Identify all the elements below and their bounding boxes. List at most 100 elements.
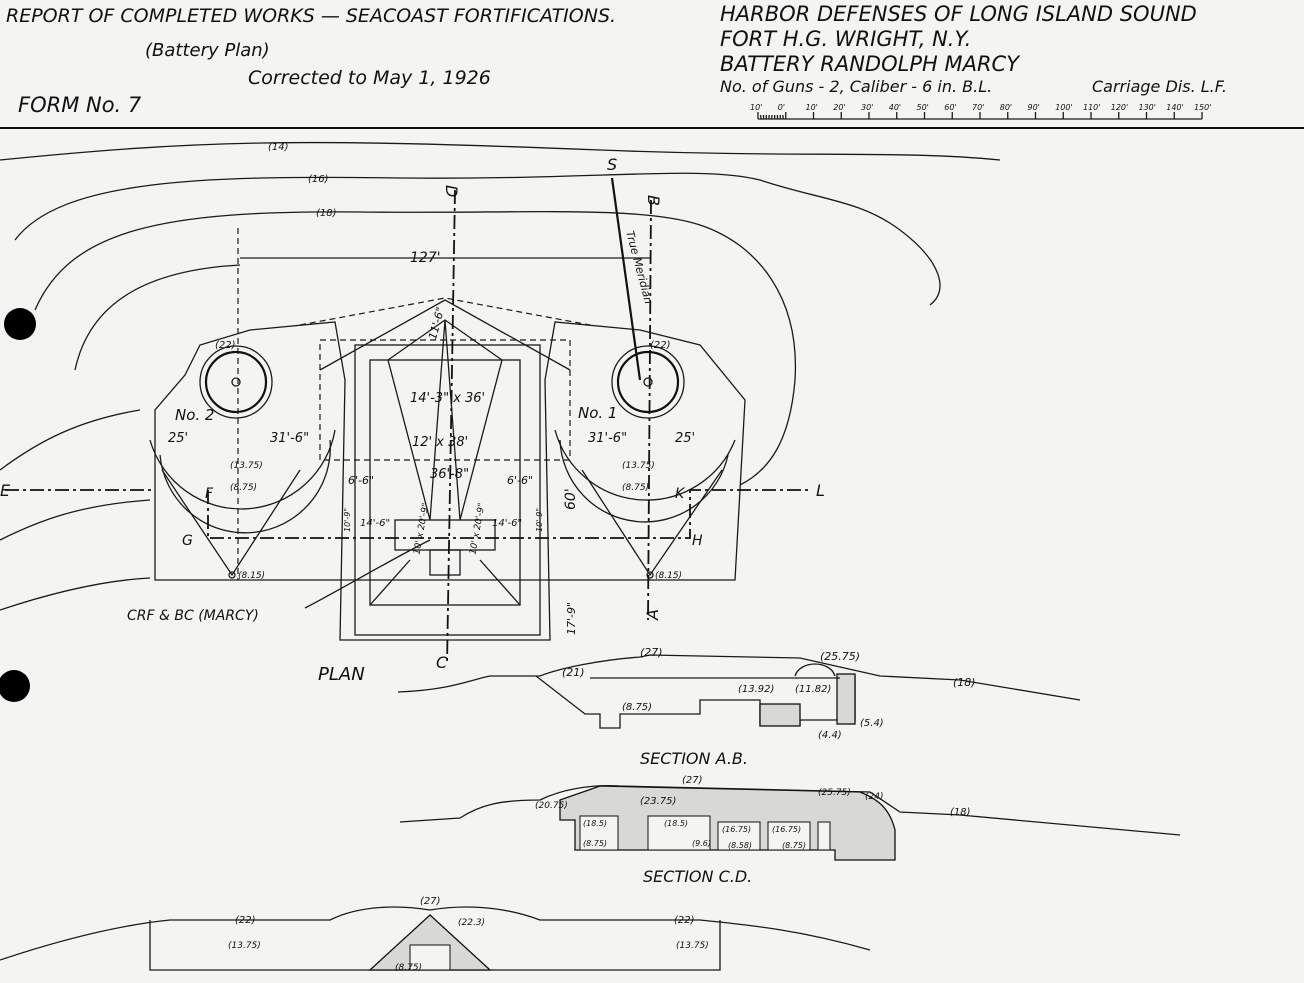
elevation-label: (8.75) bbox=[622, 702, 652, 713]
dimension-label: 25' bbox=[675, 431, 695, 446]
dimension-label: 14'-6" bbox=[360, 518, 390, 529]
elevation-label: (8.75) bbox=[395, 963, 422, 973]
scale-tick-label: 10' bbox=[806, 103, 818, 112]
elevation-label: (5.4) bbox=[860, 718, 884, 729]
subtitle: (Battery Plan) bbox=[145, 40, 270, 61]
elevation-label: (18) bbox=[953, 676, 976, 689]
elevation-label: (8.75) bbox=[230, 483, 257, 493]
section-letter: C bbox=[436, 653, 448, 672]
elevation-label: (8.15) bbox=[238, 571, 265, 581]
elevation-label: (22) bbox=[235, 915, 256, 926]
elevation-label: (13.75) bbox=[676, 941, 709, 951]
gun-emplacement-no2: (22) No. 2 25' 31'-6" (13.75) (8.75) (8.… bbox=[149, 340, 336, 581]
dimension-label: 60' bbox=[563, 488, 579, 510]
elevation-label: (8.58) bbox=[728, 841, 752, 850]
elevation-label: (18.5) bbox=[664, 819, 688, 828]
dimension-label: 14'-6" bbox=[492, 518, 522, 529]
elevation-label: (8.75) bbox=[622, 483, 649, 493]
plan-title: PLAN bbox=[318, 664, 365, 685]
elevation-label: (13.75) bbox=[228, 941, 261, 951]
elevation-label: (25.75) bbox=[818, 788, 851, 798]
elevation-label: (9.6) bbox=[692, 839, 711, 848]
scale-tick-label: 90' bbox=[1028, 103, 1040, 112]
elevation-label: (20.75) bbox=[535, 801, 568, 811]
scale-tick-label: 100' bbox=[1055, 103, 1072, 112]
section-letter: D bbox=[442, 185, 461, 197]
scale-tick-label: 130' bbox=[1139, 103, 1156, 112]
dimension-label: 14'-3" x 36' bbox=[410, 391, 485, 406]
scale-tick-label: 70' bbox=[972, 103, 984, 112]
carriage-info: Carriage Dis. L.F. bbox=[1092, 77, 1227, 96]
section-letter: L bbox=[816, 481, 825, 500]
elevation-label: (23.75) bbox=[640, 796, 676, 807]
scale-tick-label: 140' bbox=[1166, 103, 1183, 112]
scale-tick-label: 0' bbox=[778, 103, 785, 112]
section-ab: (27) (25.75) (21) (18) (13.92) (11.82) (… bbox=[397, 646, 1081, 768]
elevation-label: (22) bbox=[650, 340, 671, 351]
gun-label: No. 2 bbox=[175, 406, 214, 424]
elevation-label: (18) bbox=[950, 807, 971, 818]
elevation-label: (8.75) bbox=[782, 841, 806, 850]
scale-tick-label: 60' bbox=[944, 103, 956, 112]
title-block: REPORT OF COMPLETED WORKS — SEACOAST FOR… bbox=[0, 2, 1304, 129]
harbor-name: HARBOR DEFENSES OF LONG ISLAND SOUND bbox=[720, 2, 1197, 26]
section-letter: G bbox=[182, 533, 193, 549]
elevation-label: (27) bbox=[640, 646, 663, 659]
scale-tick-label: 30' bbox=[861, 103, 873, 112]
elevation-label: (27) bbox=[420, 896, 441, 907]
scale-tick-label: 120' bbox=[1111, 103, 1128, 112]
section-letter: E bbox=[0, 481, 11, 500]
elevation-label: (21) bbox=[562, 666, 585, 679]
scale-tick-label: 150' bbox=[1194, 103, 1211, 112]
dimension-label: 31'-6" bbox=[588, 431, 627, 446]
elevation-label: (13.75) bbox=[622, 461, 655, 471]
elevation-label: (8.75) bbox=[583, 839, 607, 848]
elevation-label: (22) bbox=[215, 340, 236, 351]
elevation-label: (16.75) bbox=[772, 825, 801, 834]
dimension-label: 6'-6" bbox=[507, 474, 533, 487]
elevation-label: (24) bbox=[865, 792, 883, 802]
section-letter: H bbox=[692, 533, 703, 549]
elevation-label: (27) bbox=[682, 775, 703, 786]
plan-view: (22) No. 2 25' 31'-6" (13.75) (8.75) (8.… bbox=[0, 155, 825, 685]
elevation-label: (8.15) bbox=[655, 571, 682, 581]
section-cd-title: SECTION C.D. bbox=[643, 867, 752, 886]
elevation-label: (13.92) bbox=[738, 684, 774, 695]
dimension-label: 10'-9" bbox=[535, 508, 544, 532]
report-title: REPORT OF COMPLETED WORKS — SEACOAST FOR… bbox=[6, 5, 616, 27]
elevation-label: (18.5) bbox=[583, 819, 607, 828]
corrected-date: Corrected to May 1, 1926 bbox=[248, 67, 491, 89]
scale-tick-label: 40' bbox=[889, 103, 901, 112]
scale-tick-label: 20' bbox=[833, 103, 845, 112]
fort-name: FORT H.G. WRIGHT, N.Y. bbox=[720, 27, 971, 51]
section-letter: F bbox=[205, 486, 214, 502]
section-cd: (27) (23.75) (25.75) (24) (20.75) (18) (… bbox=[399, 775, 1181, 886]
scale-tick-label: 80' bbox=[1000, 103, 1012, 112]
scale-tick-label: 10' bbox=[750, 103, 762, 112]
gun-label: No. 1 bbox=[578, 404, 617, 422]
scale-tick-label: 50' bbox=[917, 103, 929, 112]
dimension-label: 12' x 38' bbox=[412, 435, 468, 450]
dimension-label: 10'-9" bbox=[343, 508, 352, 532]
section-ef: (22) (27) (22.3) (22) (13.75) (13.75) (8… bbox=[0, 896, 871, 973]
contour-lines: (14) (16) (18) bbox=[0, 141, 1001, 611]
contour-label: (14) bbox=[268, 142, 289, 153]
section-ab-title: SECTION A.B. bbox=[640, 749, 748, 768]
gun-emplacement-no1: (22) No. 1 31'-6" 25' (13.75) (8.75) (8.… bbox=[554, 340, 736, 581]
battery-name: BATTERY RANDOLPH MARCY bbox=[720, 52, 1021, 76]
section-letter: A bbox=[643, 609, 662, 621]
dimension-label: 10' x 20'-9" bbox=[469, 502, 488, 555]
elevation-label: (11.82) bbox=[795, 684, 831, 695]
elevation-label: (4.4) bbox=[818, 730, 842, 741]
contour-label: (18) bbox=[316, 208, 337, 219]
elevation-label: (16.75) bbox=[722, 825, 751, 834]
section-letter: B bbox=[644, 195, 663, 206]
dimension-label: 25' bbox=[168, 431, 188, 446]
elevation-label: (13.75) bbox=[230, 461, 263, 471]
crf-bc-label: CRF & BC (MARCY) bbox=[127, 608, 259, 624]
overall-width-dimension: 127' bbox=[410, 250, 441, 266]
dimension-label: 31'-6" bbox=[270, 431, 309, 446]
dimension-label: 6'-6" bbox=[348, 474, 374, 487]
elevation-label: (25.75) bbox=[820, 650, 860, 663]
